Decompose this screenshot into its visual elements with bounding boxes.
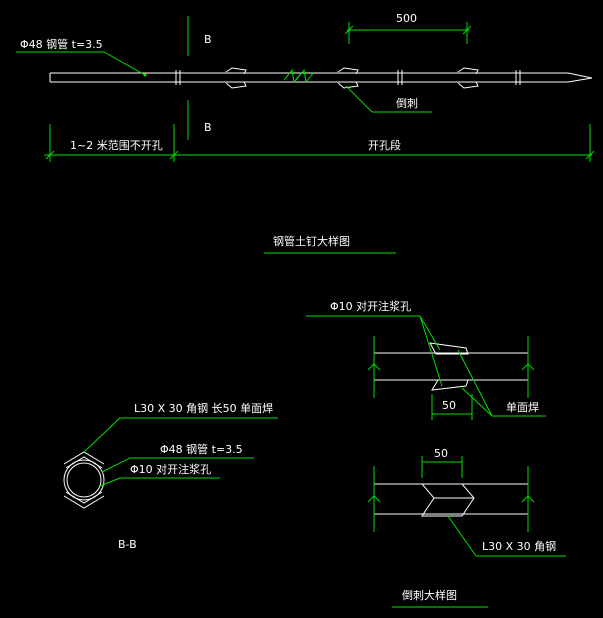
- section-cut-line: B B: [187, 16, 212, 140]
- grout-hole-2-text: Φ10 对开注浆孔: [130, 462, 211, 476]
- no-hole-zone-text: 1~2 米范围不开孔: [70, 138, 163, 152]
- barb-leader: 倒刺: [345, 85, 432, 113]
- section-name: B-B: [118, 538, 137, 551]
- section-label-bottom: B: [204, 121, 212, 134]
- hole-zone-text: 开孔段: [368, 138, 401, 152]
- dim-500-text: 500: [396, 12, 417, 25]
- barb-detail-lower: 50 L30 X 30 角钢: [367, 447, 566, 557]
- pipe-spec-2-text: Φ48 钢管 t=3.5: [160, 442, 243, 456]
- pipe-spec-leader: Φ48 钢管 t=3.5: [16, 37, 147, 77]
- barb-detail-upper: Φ10 对开注浆孔 50 单面焊: [306, 299, 546, 420]
- section-label-top: B: [204, 33, 212, 46]
- angle-spec-long-text: L30 X 30 角钢 长50 单面焊: [134, 401, 273, 415]
- section-bb: L30 X 30 角钢 长50 单面焊 Φ48 钢管 t=3.5 Φ10 对开注…: [63, 401, 278, 551]
- barb-title-block: 倒刺大样图: [392, 588, 488, 608]
- pipe-spec-text: Φ48 钢管 t=3.5: [20, 37, 103, 51]
- pipe-elevation: [49, 67, 593, 89]
- main-title-block: 钢管土钉大样图: [264, 234, 396, 254]
- main-title: 钢管土钉大样图: [273, 234, 350, 248]
- dim-50-a-text: 50: [442, 399, 456, 412]
- zone-dimension: 1~2 米范围不开孔 开孔段: [44, 124, 595, 162]
- dim-50-b-text: 50: [434, 447, 448, 460]
- weld-label-text: 单面焊: [506, 400, 539, 414]
- grout-hole-text: Φ10 对开注浆孔: [330, 299, 411, 313]
- barb-title: 倒刺大样图: [402, 588, 457, 602]
- barb-label-text: 倒刺: [396, 97, 418, 110]
- dimension-500: 500: [344, 12, 472, 44]
- angle-spec-text: L30 X 30 角钢: [482, 540, 556, 553]
